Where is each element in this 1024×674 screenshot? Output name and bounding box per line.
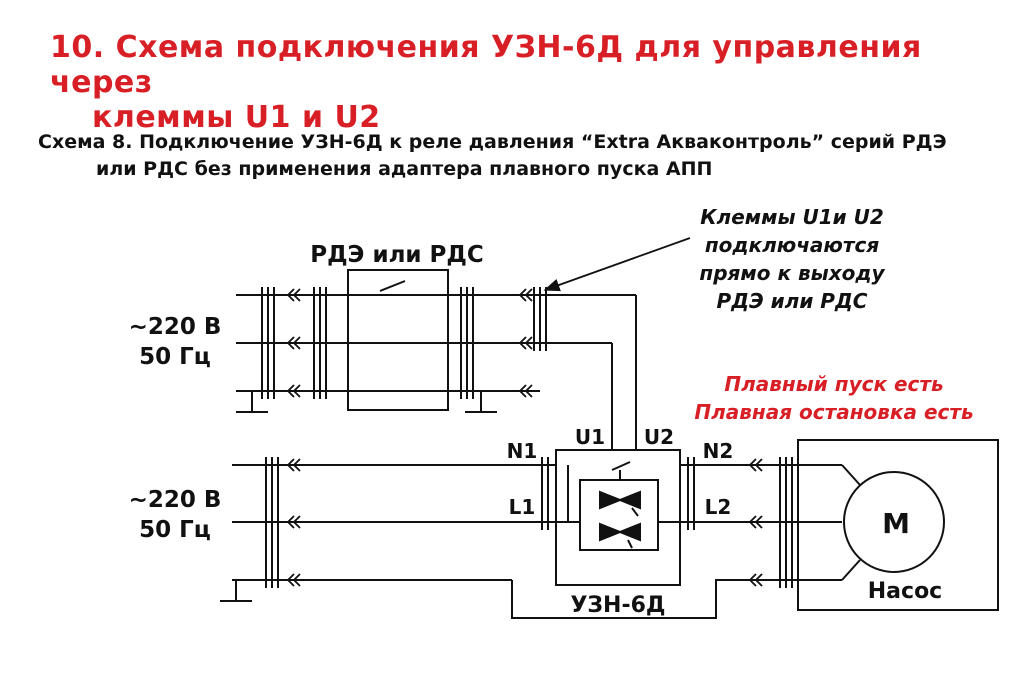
uzn-device-box [555,449,681,586]
top-bundle-mid [313,287,327,399]
note-line-2: подключаются [705,233,879,257]
callout-arrow [543,237,691,292]
feature-soft-start: Плавный пуск есть [724,372,943,396]
callout-note: Клеммы U1и U2 подключаются прямо к выход… [699,205,885,313]
ground-symbol-top-left [236,391,268,413]
connector-chevrons [286,288,763,587]
device-label: УЗН-6Д [570,593,665,618]
bottom-bundle-in [541,457,549,530]
page-title: 10. Схема подключения УЗН-6Д для управле… [50,30,1024,135]
motor-symbol [843,471,945,573]
top-bundle-left [261,287,275,399]
motor-lead-n [841,464,861,486]
supply-bottom-freq: 50 Гц [139,517,211,543]
supply-top-voltage: ~220 В [129,314,222,340]
terminal-u1: U1 [575,425,605,449]
bottom-bundle-motor [779,457,793,588]
top-bundle-output [533,287,547,351]
top-bundle-right [460,287,474,399]
terminal-n2: N2 [703,439,734,463]
subtitle-line-1: Схема 8. Подключение УЗН-6Д к реле давле… [38,131,947,153]
terminal-u2: U2 [644,425,674,449]
bottom-bundle-left [265,457,279,588]
title-line-1: 10. Схема подключения УЗН-6Д для управле… [50,30,922,100]
bottom-bundle-out [687,457,695,530]
feature-soft-stop: Плавная остановка есть [694,400,973,424]
ground-symbol-top-right [465,391,497,413]
relay-contact [379,280,406,292]
relay-box [347,269,449,411]
motor-lead-pe [841,559,861,581]
relay-label: РДЭ или РДС [310,242,484,268]
pump-label: Насос [868,579,942,604]
terminal-l2: L2 [705,495,732,519]
feature-notes: Плавный пуск есть Плавная остановка есть [694,372,973,424]
terminal-n1: N1 [507,439,538,463]
pump-box [797,439,999,611]
supply-top-freq: 50 Гц [139,344,211,370]
supply-bottom-voltage: ~220 В [129,487,222,513]
terminal-l1: L1 [509,495,536,519]
diagram-subtitle: Схема 8. Подключение УЗН-6Д к реле давле… [38,129,947,183]
title-line-2: клеммы U1 и U2 [92,100,381,135]
triac-block [556,461,680,551]
note-line-1: Клеммы U1и U2 [700,205,884,229]
note-line-4: РДЭ или РДС [717,289,868,313]
pe-bypass-wire [511,579,842,619]
motor-symbol-label: M [882,507,910,540]
subtitle-line-2: или РДС без применения адаптера плавного… [96,158,713,180]
ground-symbol-bottom [220,580,252,602]
note-line-3: прямо к выходу [699,261,885,285]
